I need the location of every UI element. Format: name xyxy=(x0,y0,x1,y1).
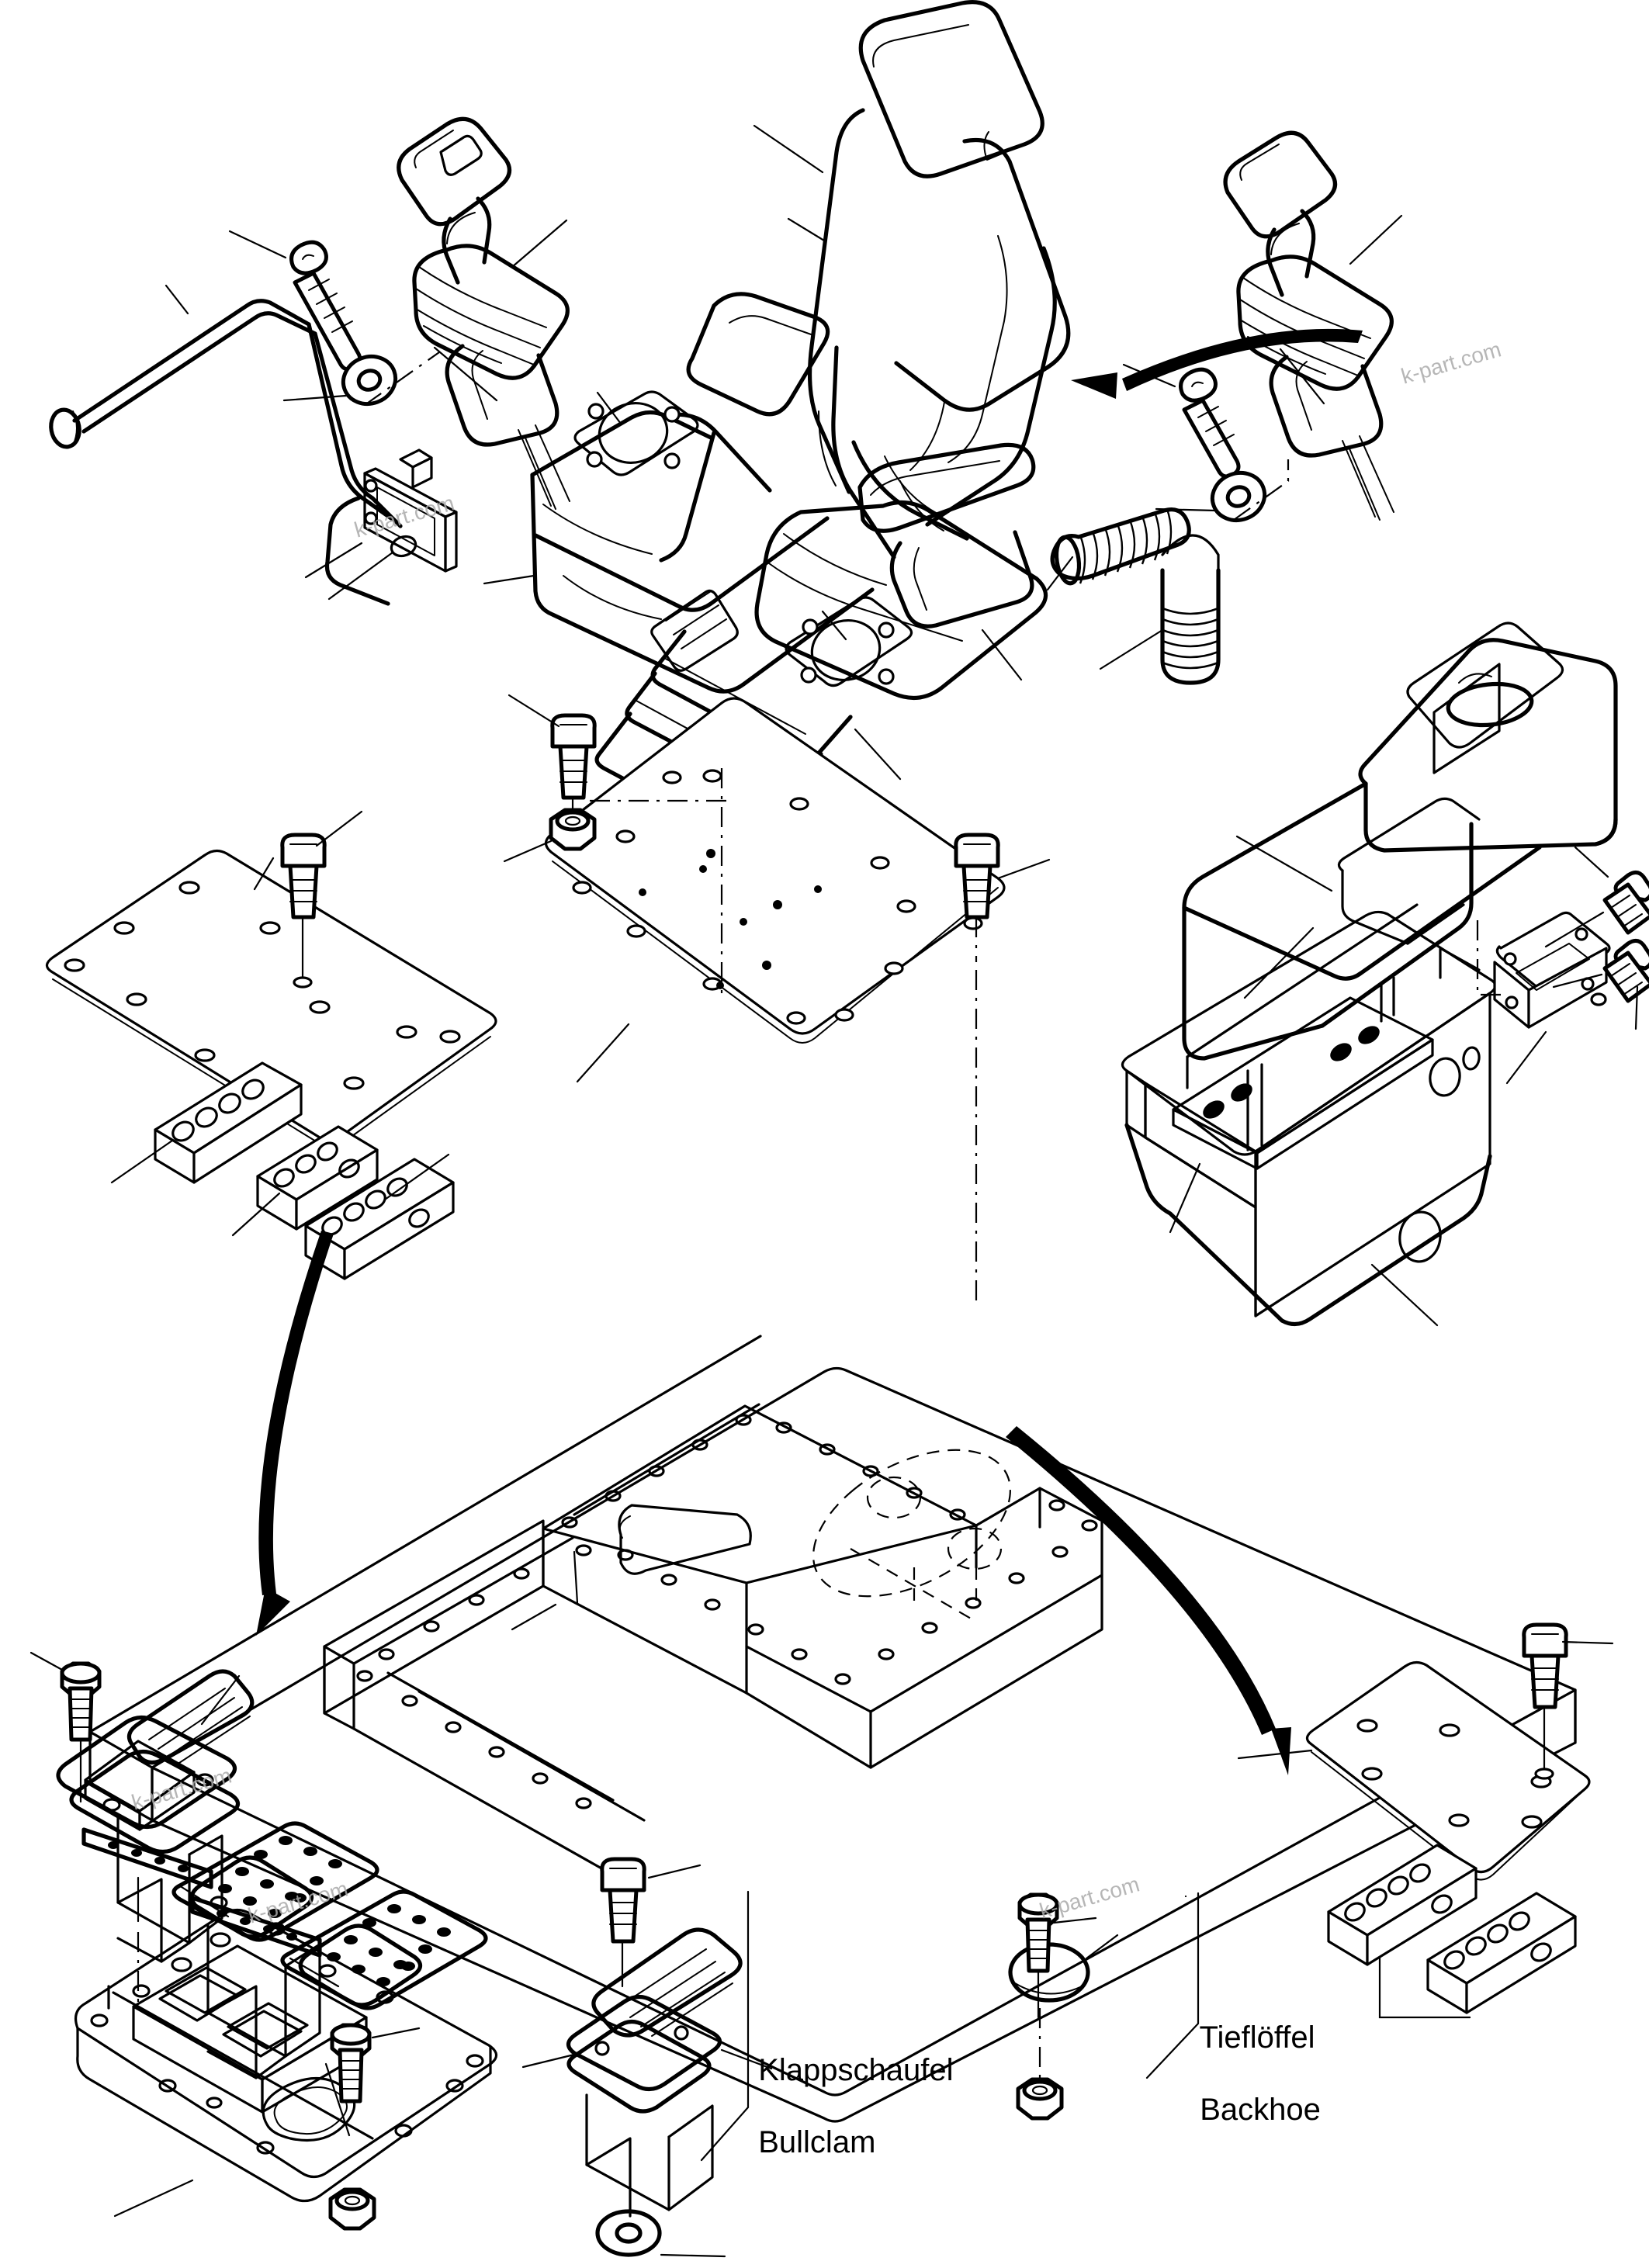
countersunk-screw xyxy=(1552,939,1649,1030)
hex-bolt xyxy=(330,2023,421,2104)
callout-bullclam: Klappschaufel Bullclam xyxy=(741,2016,954,2161)
socket-head-bolt xyxy=(1522,1622,1614,1780)
callout-backhoe: Tieflöffel Backhoe xyxy=(1183,1983,1321,2128)
hex-nut xyxy=(1016,2077,1064,2121)
socket-head-bolt xyxy=(280,810,363,989)
floor-plate-rails xyxy=(323,1519,646,1881)
travel-pedal-left xyxy=(56,1669,255,2002)
countersunk-screw xyxy=(1544,846,1649,948)
right-cover-plate xyxy=(1237,1660,1591,1881)
callout-backhoe-line2: Backhoe xyxy=(1200,2093,1321,2128)
socket-head-bolt xyxy=(600,1857,702,1988)
travel-pedal-right xyxy=(190,1889,488,2010)
bellows-hose-vertical xyxy=(1099,534,1221,685)
right-console-frame xyxy=(1121,903,1497,1327)
hex-nut xyxy=(503,808,597,863)
flat-washer xyxy=(1155,471,1267,522)
hex-nut xyxy=(328,2187,376,2231)
grommet-block-center xyxy=(231,1125,379,1237)
console-mount-plate xyxy=(1476,911,1611,1085)
callout-backhoe-line1: Tieflöffel xyxy=(1199,2020,1315,2055)
right-console-cover xyxy=(1182,622,1618,1061)
travel-pedal-center xyxy=(81,1821,379,2137)
grommet-block-br-a xyxy=(1327,1844,1478,2019)
floor-cover-panel xyxy=(74,1908,498,2218)
bellows-hose-horizontal xyxy=(1046,507,1191,591)
right-joystick xyxy=(1071,130,1403,522)
grommet-block-left xyxy=(110,1061,303,1184)
floor-box-enclosure xyxy=(542,1403,1103,1769)
grommet-block-br-b xyxy=(1426,1892,1577,2019)
left-joystick xyxy=(228,116,570,510)
operator-seat xyxy=(483,0,1071,847)
socket-head-bolt xyxy=(508,694,597,800)
socket-head-bolt xyxy=(954,833,1051,962)
flat-washer xyxy=(282,355,398,406)
auxiliary-pedal xyxy=(521,1927,773,2258)
hex-bolt xyxy=(1017,1892,1097,2019)
lever-mount-bracket xyxy=(304,448,458,606)
callout-bullclam-line2: Bullclam xyxy=(758,2125,876,2160)
hex-bolt xyxy=(29,1651,102,1803)
callout-bullclam-line1: Klappschaufel xyxy=(758,2052,954,2087)
